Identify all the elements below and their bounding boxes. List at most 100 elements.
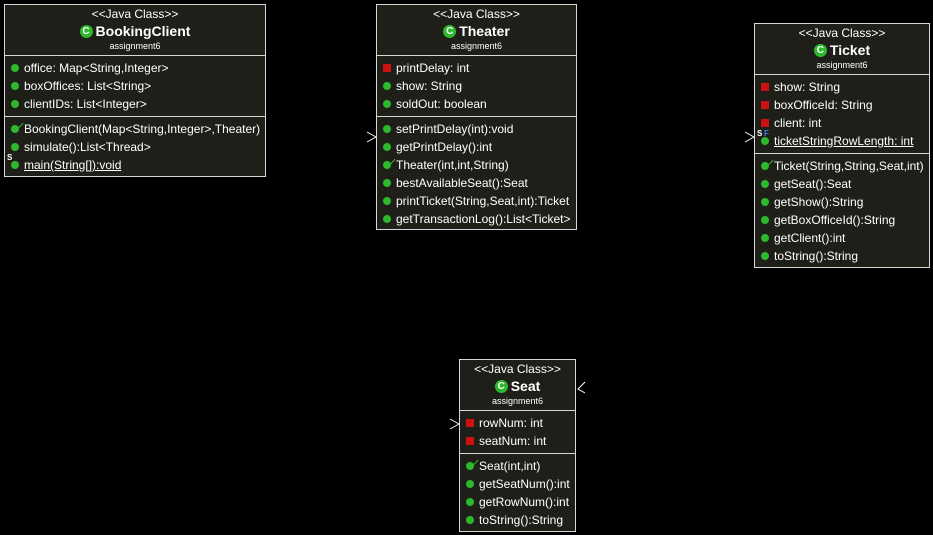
operations-section: Seat(int,int) getSeatNum():int getRowNum… [460, 453, 575, 532]
operation-row: toString():String [755, 247, 929, 265]
attribute-text: boxOfficeId: String [774, 98, 873, 112]
operation-row: getPrintDelay():int [377, 138, 576, 156]
operation-text: Seat(int,int) [479, 459, 541, 473]
public-icon [11, 64, 19, 72]
package-label: assignment6 [450, 41, 503, 51]
attribute-row: boxOfficeId: String [755, 96, 929, 114]
class-theater[interactable]: <<Java Class>> C Theater assignment6 pri… [376, 4, 577, 230]
attribute-row: show: String [377, 77, 576, 95]
operations-section: BookingClient(Map<String,Integer>,Theate… [5, 116, 265, 177]
stereotype-label: <<Java Class>> [433, 7, 520, 21]
operation-row: setPrintDelay(int):void [377, 120, 576, 138]
arrowhead-icon [449, 418, 460, 430]
package-label: assignment6 [491, 396, 544, 406]
public-icon [761, 252, 769, 260]
operation-row: toString():String [460, 511, 575, 529]
stereotype-label: <<Java Class>> [474, 362, 561, 376]
operation-text: Ticket(String,String,Seat,int) [774, 159, 924, 173]
class-ticket[interactable]: <<Java Class>> C Ticket assignment6 show… [754, 23, 930, 268]
operation-text: BookingClient(Map<String,Integer>,Theate… [24, 122, 261, 136]
class-name: Seat [510, 378, 541, 394]
public-icon [761, 216, 769, 224]
public-icon [383, 197, 391, 205]
operation-text: getTransactionLog():List<Ticket> [396, 212, 571, 226]
attribute-row: rowNum: int [460, 414, 575, 432]
attribute-row: client: int [755, 114, 929, 132]
private-icon [383, 64, 391, 72]
attribute-row: seatNum: int [460, 432, 575, 450]
public-icon [383, 143, 391, 151]
operation-text: getPrintDelay():int [396, 140, 493, 154]
operation-text: getClient():int [774, 231, 846, 245]
public-icon [11, 82, 19, 90]
operation-row: bestAvailableSeat():Seat [377, 174, 576, 192]
public-icon [761, 180, 769, 188]
private-icon [466, 419, 474, 427]
class-seat[interactable]: <<Java Class>> C Seat assignment6 rowNum… [459, 359, 576, 532]
attribute-text: rowNum: int [479, 416, 544, 430]
public-icon [11, 161, 19, 169]
static-marker: S [757, 129, 763, 138]
attribute-row: printDelay: int [377, 59, 576, 77]
operation-text: getSeatNum():int [479, 477, 570, 491]
operation-text: setPrintDelay(int):void [396, 122, 514, 136]
private-icon [466, 437, 474, 445]
operation-text: printTicket(String,Seat,int):Ticket [396, 194, 570, 208]
constructor-icon [466, 456, 479, 471]
arrowhead-icon [577, 381, 586, 394]
final-marker: F [764, 129, 769, 138]
class-title-row: C BookingClient [7, 22, 263, 40]
public-icon [466, 498, 474, 506]
operation-row: getRowNum():int [460, 493, 575, 511]
operation-text: getRowNum():int [479, 495, 570, 509]
operation-text: bestAvailableSeat():Seat [396, 176, 528, 190]
operation-row: getShow():String [755, 193, 929, 211]
operation-row: getBoxOfficeId():String [755, 211, 929, 229]
public-icon [761, 234, 769, 242]
class-booking-client[interactable]: <<Java Class>> C BookingClient assignmen… [4, 4, 266, 177]
attribute-text: ticketStringRowLength: int [774, 134, 914, 148]
package-label: assignment6 [109, 41, 161, 51]
operation-row: getTransactionLog():List<Ticket> [377, 210, 576, 228]
operations-section: setPrintDelay(int):void getPrintDelay():… [377, 116, 576, 231]
attribute-text: office: Map<String,Integer> [24, 61, 169, 75]
operation-text: getSeat():Seat [774, 177, 852, 191]
class-header: <<Java Class>> C BookingClient assignmen… [5, 5, 265, 56]
attribute-row: show: String [755, 78, 929, 96]
attribute-text: printDelay: int [396, 61, 470, 75]
attribute-row: boxOffices: List<String> [5, 77, 265, 95]
public-icon [761, 198, 769, 206]
operation-row: printTicket(String,Seat,int):Ticket [377, 192, 576, 210]
constructor-icon [11, 119, 24, 134]
constructor-icon [383, 155, 396, 170]
class-icon: C [79, 24, 93, 38]
attribute-row: clientIDs: List<Integer> [5, 95, 265, 113]
attributes-section: office: Map<String,Integer> boxOffices: … [5, 56, 265, 116]
class-header: <<Java Class>> C Seat assignment6 [460, 360, 575, 411]
public-icon [11, 143, 19, 151]
operation-row: getClient():int [755, 229, 929, 247]
private-icon [761, 101, 769, 109]
attribute-text: boxOffices: List<String> [24, 79, 152, 93]
attribute-row: office: Map<String,Integer> [5, 59, 265, 77]
public-icon [383, 100, 391, 108]
private-icon [761, 83, 769, 91]
class-name: BookingClient [95, 23, 191, 39]
public-icon [383, 125, 391, 133]
operations-section: Ticket(String,String,Seat,int) getSeat()… [755, 153, 929, 268]
stereotype-label: <<Java Class>> [91, 7, 179, 21]
arrowhead-icon [744, 131, 755, 143]
attribute-text: client: int [774, 116, 822, 130]
attributes-section: show: String boxOfficeId: String client:… [755, 75, 929, 153]
class-title-row: C Ticket [757, 41, 927, 59]
private-icon [761, 119, 769, 127]
class-header: <<Java Class>> C Theater assignment6 [377, 5, 576, 56]
operation-row: simulate():List<Thread> [5, 138, 265, 156]
public-icon [11, 100, 19, 108]
operation-row: Seat(int,int) [460, 456, 575, 475]
attribute-text: show: String [396, 79, 463, 93]
operation-text: toString():String [479, 513, 564, 527]
class-header: <<Java Class>> C Ticket assignment6 [755, 24, 929, 75]
